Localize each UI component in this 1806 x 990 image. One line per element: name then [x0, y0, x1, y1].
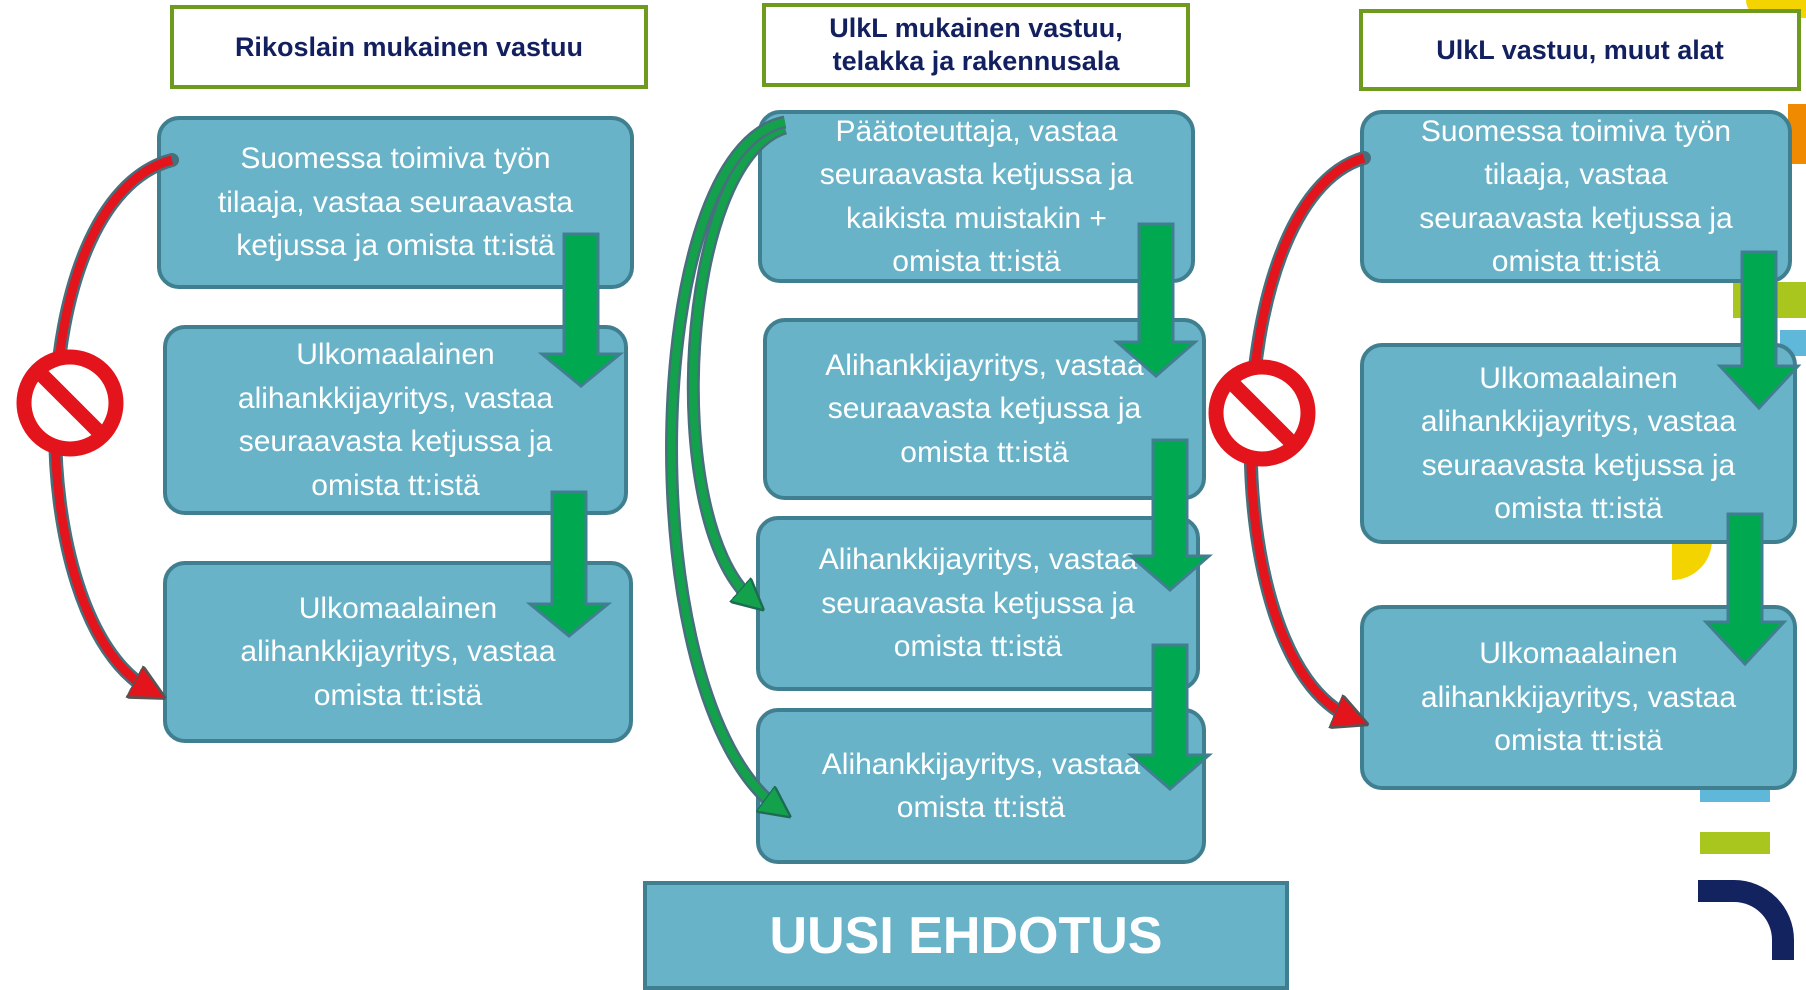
- column-header-ulkl-muut: UlkL vastuu, muut alat: [1359, 9, 1801, 91]
- col3-box-alihankkija-1: Ulkomaalainen alihankkijayritys, vastaa …: [1360, 343, 1797, 544]
- col3-red-curved-arrow-inner: [1246, 153, 1364, 718]
- col2-box-alihankkija-1: Alihankkijayritys, vastaa seuraavasta ke…: [763, 318, 1206, 500]
- col2-box-alihankkija-3: Alihankkijayritys, vastaa omista tt:istä: [756, 708, 1206, 864]
- logo-fragment-lime-2: [1700, 832, 1770, 854]
- col3-prohibition-icon: [1208, 359, 1316, 467]
- logo-fragment-lime: [1733, 282, 1806, 318]
- col3-box-alihankkija-2: Ulkomaalainen alihankkijayritys, vastaa …: [1360, 605, 1797, 790]
- col1-red-curved-arrow: [48, 153, 179, 697]
- logo-fragment-navy: [1698, 880, 1794, 960]
- col1-red-curved-arrow-inner: [50, 155, 174, 690]
- col2-box-paatoteuttaja: Päätoteuttaja, vastaa seuraavasta ketjus…: [758, 110, 1195, 283]
- col2-box-alihankkija-2: Alihankkijayritys, vastaa seuraavasta ke…: [756, 516, 1200, 691]
- logo-fragment-orange: [1788, 104, 1806, 164]
- col3-box-tilaaja: Suomessa toimiva työn tilaaja, vastaa se…: [1360, 110, 1792, 283]
- column-header-ulkl-telakka: UlkL mukainen vastuu, telakka ja rakennu…: [762, 3, 1190, 87]
- col1-box-alihankkija-1: Ulkomaalainen alihankkijayritys, vastaa …: [163, 325, 628, 515]
- col1-box-alihankkija-2: Ulkomaalainen alihankkijayritys, vastaa …: [163, 561, 633, 743]
- col1-prohibition-icon: [16, 349, 124, 457]
- uusi-ehdotus-banner: UUSI EHDOTUS: [643, 881, 1289, 990]
- col3-red-curved-arrow: [1243, 151, 1371, 725]
- col1-box-tilaaja: Suomessa toimiva työn tilaaja, vastaa se…: [157, 116, 634, 289]
- column-header-rikoslaki: Rikoslain mukainen vastuu: [170, 5, 648, 89]
